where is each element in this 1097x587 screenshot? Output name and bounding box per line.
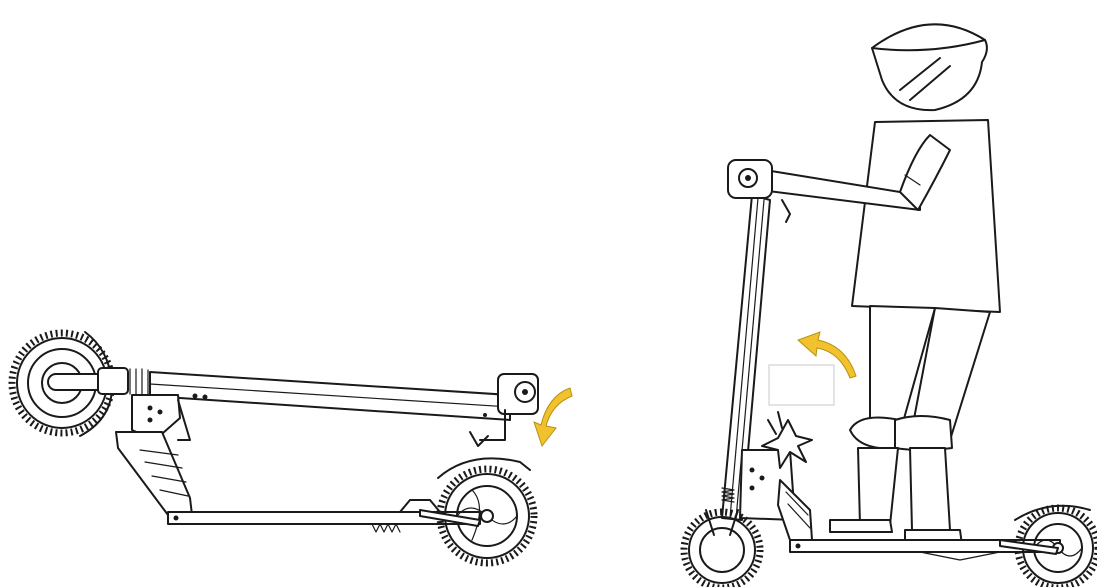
rear-wheel-right: [1000, 506, 1097, 587]
folded-stem: [48, 368, 510, 420]
rider-arm: [760, 135, 950, 210]
folded-scooter: [12, 332, 572, 563]
helmet: [872, 24, 987, 110]
suspension-spring: [372, 524, 400, 532]
front-wheel-right: [684, 510, 760, 587]
rider-legs: [830, 306, 990, 545]
rear-wheel: [420, 458, 534, 563]
fold-arrow: [534, 388, 572, 446]
rider-unfolding: [684, 24, 1097, 587]
blank-label-box: [769, 365, 834, 405]
